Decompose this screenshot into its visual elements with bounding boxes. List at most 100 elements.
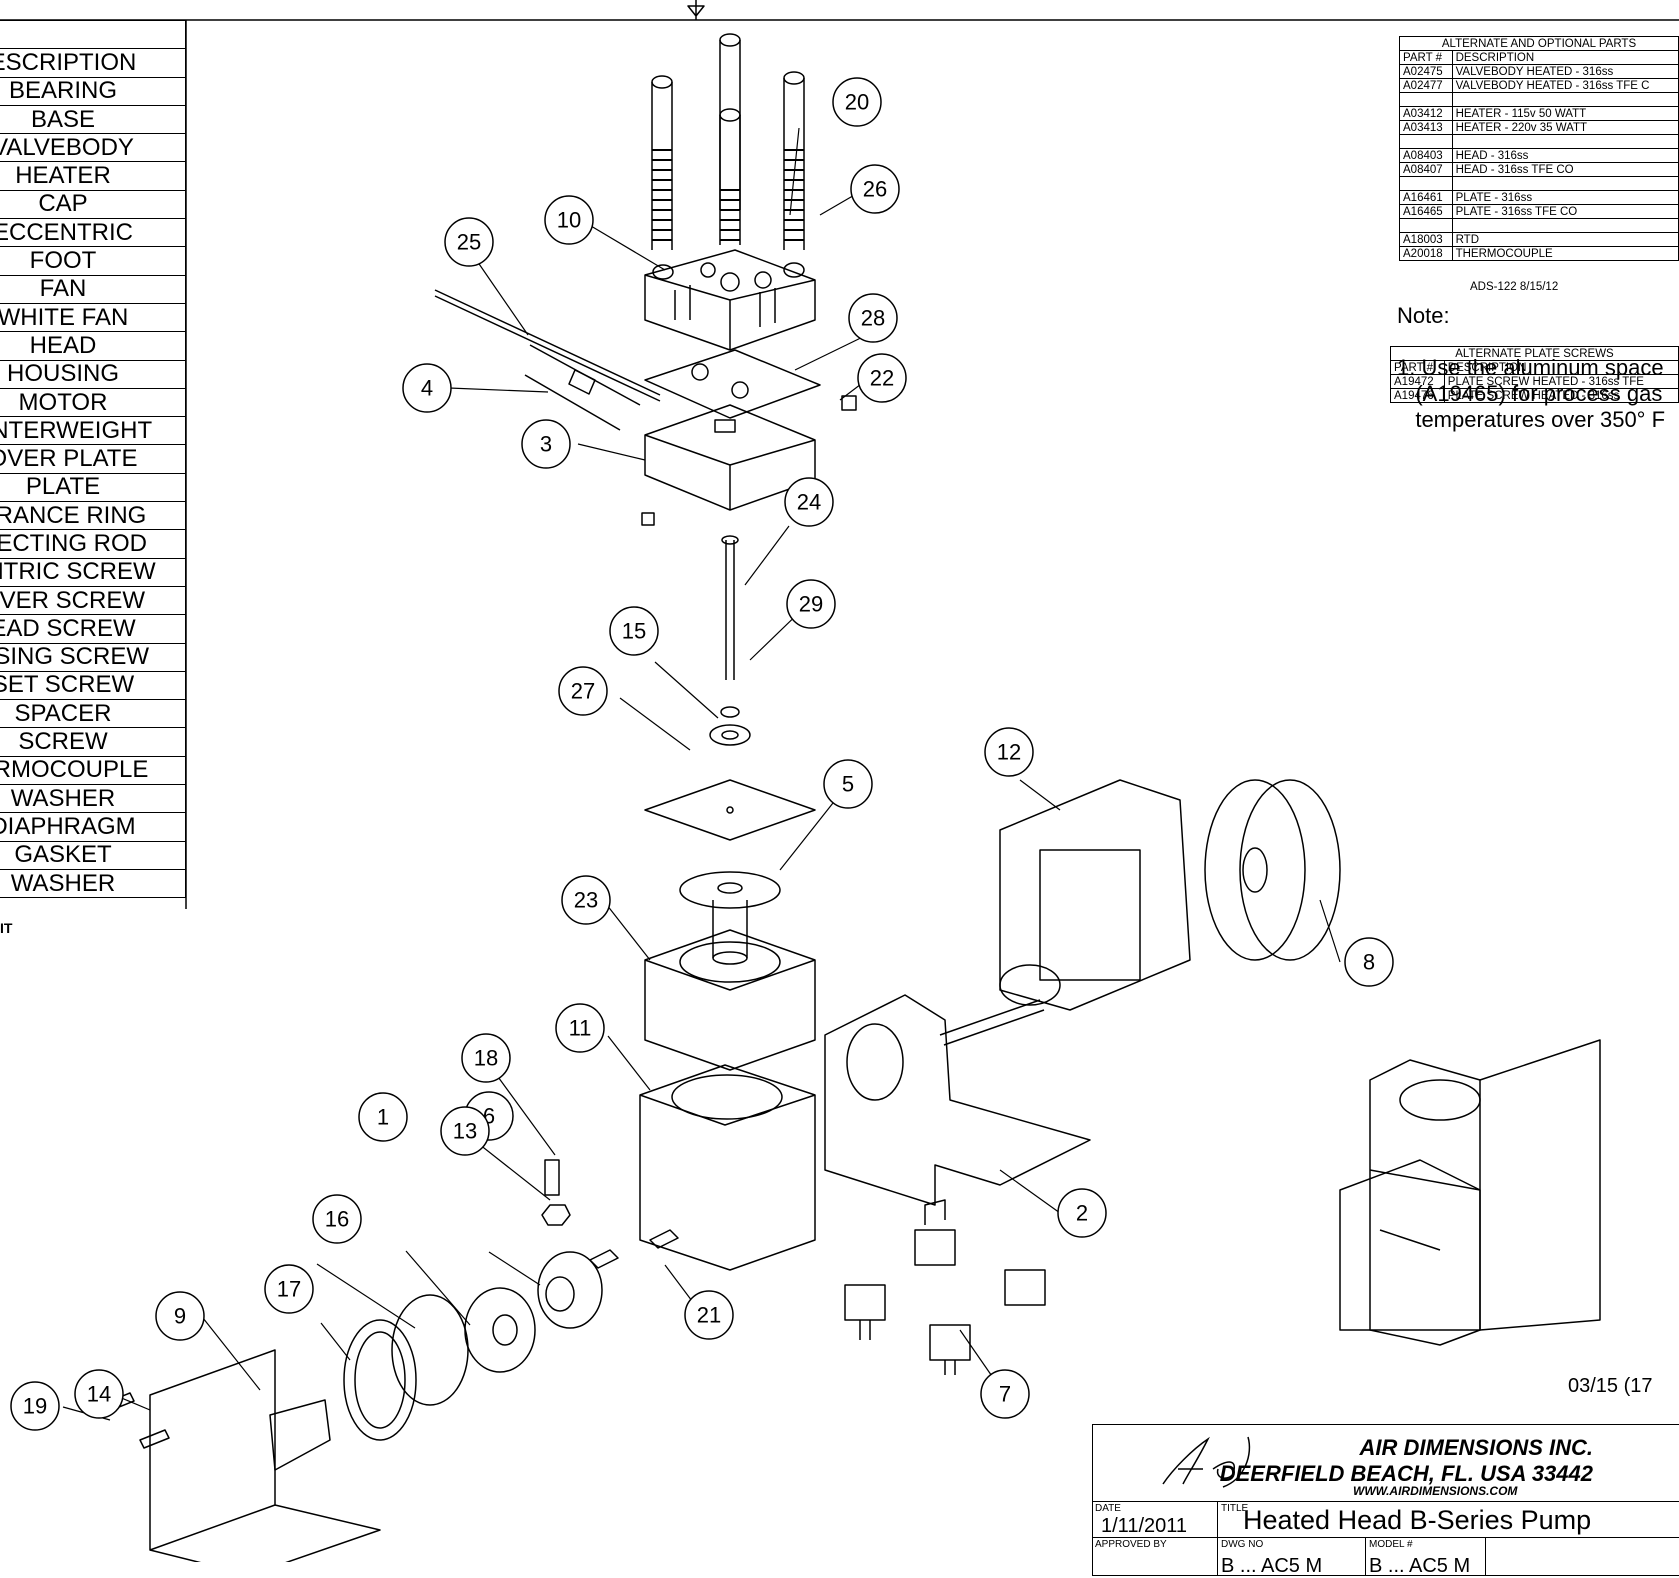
callout-number: 27	[571, 679, 595, 704]
callout-number: 24	[797, 490, 821, 515]
callout-17: 17	[264, 1264, 314, 1314]
callout-number: 11	[569, 1016, 592, 1041]
leader-lines	[62, 127, 1341, 1421]
parts-row: NECTING ROD	[0, 529, 186, 559]
callout-13: 13	[440, 1106, 490, 1156]
parts-header: ESCRIPTION	[0, 48, 186, 78]
alt-part-description: THERMOCOUPLE	[1451, 246, 1679, 261]
title-block-rule-2	[1093, 1537, 1679, 1538]
callout-number: 8	[1363, 950, 1375, 975]
alternate-screws-title: ALTERNATE PLATE SCREWS	[1390, 346, 1679, 361]
parts-footer-label: IT	[0, 920, 13, 936]
callout-circle	[984, 727, 1034, 777]
callout-circle	[1057, 1188, 1107, 1238]
company-line-2: DEERFIELD BEACH, FL. USA 33442	[1219, 1461, 1593, 1486]
parts-row: HOUSING	[0, 359, 186, 389]
callout-5: 5	[823, 759, 873, 809]
view-marker-icon	[687, 0, 705, 20]
callout-circle	[461, 1033, 511, 1083]
callout-bubbles: 1234567891011121314151617181920212223242…	[10, 77, 1394, 1431]
callout-2: 2	[1057, 1188, 1107, 1238]
washer-right	[783, 262, 805, 278]
callout-circle	[264, 1264, 314, 1314]
spacer-23	[644, 929, 816, 1071]
base-bracket	[824, 994, 1091, 1206]
callout-29: 29	[786, 579, 836, 629]
callout-4: 4	[402, 363, 452, 413]
rtd-rod	[434, 289, 661, 402]
date-label: DATE	[1095, 1503, 1121, 1514]
callout-number: 28	[861, 306, 885, 331]
callout-3: 3	[521, 419, 571, 469]
callout-21: 21	[684, 1290, 734, 1340]
callout-circle	[832, 77, 882, 127]
alt-col-part: PART #	[1399, 50, 1453, 65]
parts-row: UNTERWEIGHT	[0, 416, 186, 446]
note-body: 1. Use the aluminum space (A19465) for p…	[1397, 355, 1666, 432]
parts-row: USING SCREW	[0, 642, 186, 672]
gasket-plate	[644, 349, 821, 419]
company-website: WWW.AIRDIMENSIONS.COM	[1353, 1484, 1518, 1498]
callout-number: 23	[574, 888, 598, 913]
callout-circle	[521, 419, 571, 469]
motor-12	[999, 779, 1191, 1011]
parts-row: BASE	[0, 104, 186, 135]
callout-circle	[857, 353, 907, 403]
spacer-left	[641, 512, 655, 526]
callout-number: 2	[1076, 1201, 1088, 1226]
callout-circle	[561, 875, 611, 925]
alt-part-part-number: A18003	[1399, 232, 1453, 247]
head-bolts	[651, 33, 805, 250]
callout-circle	[558, 666, 608, 716]
parts-row: WASHER	[0, 868, 186, 899]
callout-11: 11	[555, 1003, 605, 1053]
title-block-divider	[1217, 1501, 1218, 1575]
callout-number: 9	[174, 1304, 186, 1329]
callout-number: 16	[325, 1207, 349, 1232]
cap-15	[709, 724, 751, 746]
alt-part-description: PLATE - 316ss TFE CO	[1451, 204, 1679, 219]
title-label: TITLE	[1221, 1503, 1249, 1514]
alternate-parts-ref: ADS-122 8/15/12	[1470, 281, 1559, 293]
callout-circle	[444, 217, 494, 267]
callout-20: 20	[832, 77, 882, 127]
title-block-divider-2	[1365, 1537, 1366, 1575]
note-title: Note:	[1397, 303, 1450, 328]
fan-9	[269, 1399, 331, 1471]
callout-number: 13	[453, 1119, 477, 1144]
callout-28: 28	[848, 293, 898, 343]
title-block: AIR DIMENSIONS INC. DEERFIELD BEACH, FL.…	[1092, 1424, 1679, 1577]
callout-circle	[74, 1369, 124, 1419]
callout-8: 8	[1344, 937, 1394, 987]
alt-screw-description: PLATE SCREW HEATED - 316ss	[1443, 388, 1679, 403]
callout-12: 12	[984, 727, 1034, 777]
callout-number: 19	[23, 1394, 47, 1419]
company-logo-icon	[1162, 1436, 1251, 1488]
callout-16: 16	[312, 1194, 362, 1244]
callout-1: 1	[358, 1092, 408, 1142]
washer-29	[720, 706, 740, 718]
callout-circle	[786, 579, 836, 629]
callout-circle	[358, 1092, 408, 1142]
callout-circle	[784, 477, 834, 527]
feet-7	[844, 1199, 1046, 1375]
date-value: 1/11/2011	[1101, 1515, 1188, 1537]
parts-row: CAP	[0, 189, 186, 220]
callout-number: 20	[845, 90, 869, 115]
parts-row: WASHER	[0, 784, 186, 814]
callout-circle	[555, 1003, 605, 1053]
dwg-value: B ... AC5 M	[1221, 1555, 1323, 1577]
approved-label: APPROVED BY	[1095, 1539, 1167, 1550]
callout-27: 27	[558, 666, 608, 716]
alternate-parts-title: ALTERNATE AND OPTIONAL PARTS	[1399, 36, 1679, 51]
callout-22: 22	[857, 353, 907, 403]
callout-10: 10	[544, 195, 594, 245]
parts-row: PLATE	[0, 472, 186, 503]
parts-row: ERMOCOUPLE	[0, 755, 186, 786]
parts-row: EAD SCREW	[0, 614, 186, 644]
callout-number: 26	[863, 177, 887, 202]
callout-circle	[1344, 937, 1394, 987]
alt-part-part-number: A20018	[1399, 246, 1453, 261]
